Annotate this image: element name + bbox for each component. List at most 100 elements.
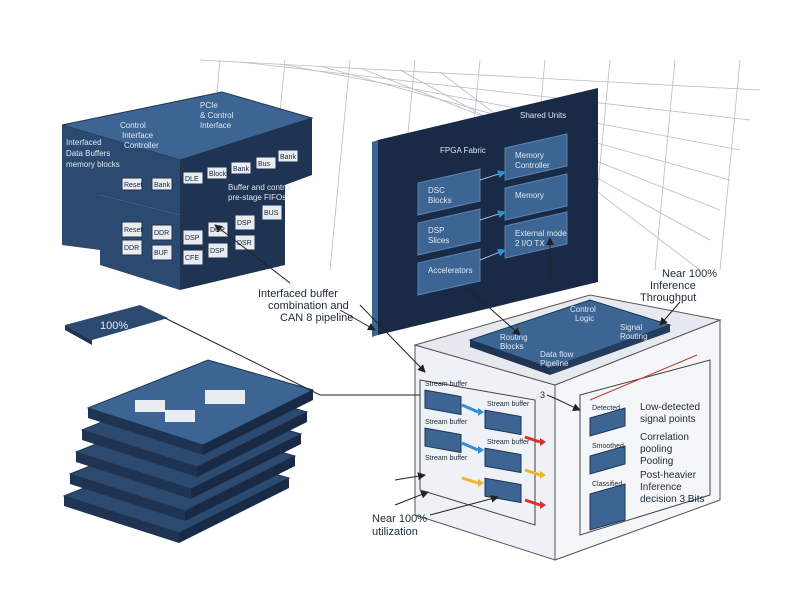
key-label: Bus xyxy=(258,161,271,168)
key-label: DLE xyxy=(185,176,199,183)
left-interface-cube: Control Interface Controller PCIe & Cont… xyxy=(61,91,314,290)
key-cap xyxy=(151,224,173,241)
stage-block xyxy=(484,447,522,474)
stack-layer-edge xyxy=(88,408,203,455)
grid-line xyxy=(719,59,741,271)
step-number: 3 xyxy=(540,390,545,400)
key-label: DSP xyxy=(210,248,225,255)
grid-line xyxy=(239,61,751,121)
key-cap xyxy=(151,177,173,191)
chip-tile xyxy=(135,400,165,412)
arrow xyxy=(479,170,506,181)
stage-label: Stream buffer xyxy=(425,381,468,388)
stack-layer-edge xyxy=(179,478,289,543)
top-label: Pipeline xyxy=(540,359,569,368)
key-label: BUF xyxy=(154,250,168,257)
module-label: Detected xyxy=(592,405,620,412)
arrow xyxy=(479,210,506,221)
chip-tile xyxy=(165,410,195,422)
module-label: Smoothed xyxy=(592,443,624,450)
cube-side-text: memory blocks xyxy=(66,160,120,169)
key-cap xyxy=(182,229,204,246)
callout-line: Near 100% xyxy=(662,268,717,280)
grid-line xyxy=(329,59,351,271)
key-label: DDR xyxy=(154,230,169,237)
stage-block xyxy=(424,427,462,454)
key-cap xyxy=(182,249,204,266)
flow-arrow xyxy=(461,441,479,452)
key-cap xyxy=(207,242,229,259)
top-label: Control xyxy=(570,305,596,314)
stack-layer-edge xyxy=(191,434,301,499)
shared-unit-block-label: Memory xyxy=(515,151,544,160)
fpga-block xyxy=(417,248,481,296)
stack-layer-edge xyxy=(82,430,197,477)
cube-top-text: Interface xyxy=(122,131,154,140)
key-label: CFE xyxy=(185,255,199,262)
key-cap xyxy=(182,171,204,185)
grid-line xyxy=(279,63,741,151)
chip-tile xyxy=(205,390,245,404)
stack-layer-edge xyxy=(70,474,185,521)
shared-unit-block xyxy=(504,173,568,221)
arrow xyxy=(479,248,506,261)
key-label: DSR xyxy=(237,240,252,247)
top-label: Logic xyxy=(575,314,594,323)
fpga-block-label: Accelerators xyxy=(428,266,472,275)
top-label: Data flow xyxy=(540,350,574,359)
stage-label: Stream buffer xyxy=(425,419,468,426)
key-label: Bank xyxy=(233,166,249,173)
fpga-block xyxy=(417,168,481,216)
description-line: Correlation xyxy=(640,432,689,443)
grid-line xyxy=(654,59,676,271)
key-cap xyxy=(277,149,299,163)
key-label: Reset xyxy=(124,182,142,189)
key-cap xyxy=(230,161,252,175)
callout-line: Throughput xyxy=(640,292,696,304)
callout-throughput: Near 100% Inference Throughput xyxy=(640,268,717,304)
cube-side-text: Interfaced xyxy=(66,138,102,147)
description-line: decision 3 Bits xyxy=(640,494,704,505)
key-cap xyxy=(261,204,283,221)
flow-arrow xyxy=(461,403,479,414)
top-label: Blocks xyxy=(500,342,524,351)
callout-utilization: Near 100% utilization xyxy=(372,513,427,538)
flow-arrowhead xyxy=(540,471,546,479)
stack-layer-edge xyxy=(185,456,295,521)
stack-layer-edge xyxy=(203,390,313,455)
stage-label: Stream buffer xyxy=(487,401,530,408)
panel-header: FPGA Fabric xyxy=(440,146,486,155)
description-line: Inference xyxy=(640,482,682,493)
stack-layer-edge xyxy=(197,412,307,477)
key-cap xyxy=(234,214,256,231)
processing-box: Control Logic Signal Routing Routing Blo… xyxy=(413,294,722,561)
fpga-fabric-panel: FPGA Fabric Shared Units DSCBlocksDSPSli… xyxy=(372,88,598,337)
key-label: Bank xyxy=(280,154,296,161)
key-cap xyxy=(121,239,143,256)
key-label: Bank xyxy=(154,182,170,189)
flow-arrowhead xyxy=(478,408,484,416)
shared-unit-block xyxy=(504,133,568,181)
percent-tile-label: 100% xyxy=(100,320,128,332)
top-label: Routing xyxy=(500,333,528,342)
shared-unit-block xyxy=(504,211,568,259)
shared-unit-block-label: External mode xyxy=(515,229,567,238)
fpga-block-label: Slices xyxy=(428,236,449,245)
description-line: Post-heavier xyxy=(640,470,697,481)
fpga-block-label: DSC xyxy=(428,186,445,195)
callout-line: combination and xyxy=(268,300,349,312)
cube-front-text: Buffer and control xyxy=(228,183,291,192)
flow-arrowhead xyxy=(478,446,484,454)
stage-label: Stream buffer xyxy=(487,439,530,446)
layered-stack xyxy=(62,359,315,543)
cube-top-text: PCIe xyxy=(200,101,218,110)
key-cap xyxy=(255,156,277,170)
callout-interface: Interfaced buffer combination and CAN 8 … xyxy=(258,288,353,324)
stage-label: Stream buffer xyxy=(425,455,468,462)
flow-arrow xyxy=(524,498,541,507)
fpga-block xyxy=(417,208,481,256)
stack-layer-edge xyxy=(76,452,191,499)
key-cap xyxy=(121,177,143,191)
stage-block xyxy=(484,409,522,436)
